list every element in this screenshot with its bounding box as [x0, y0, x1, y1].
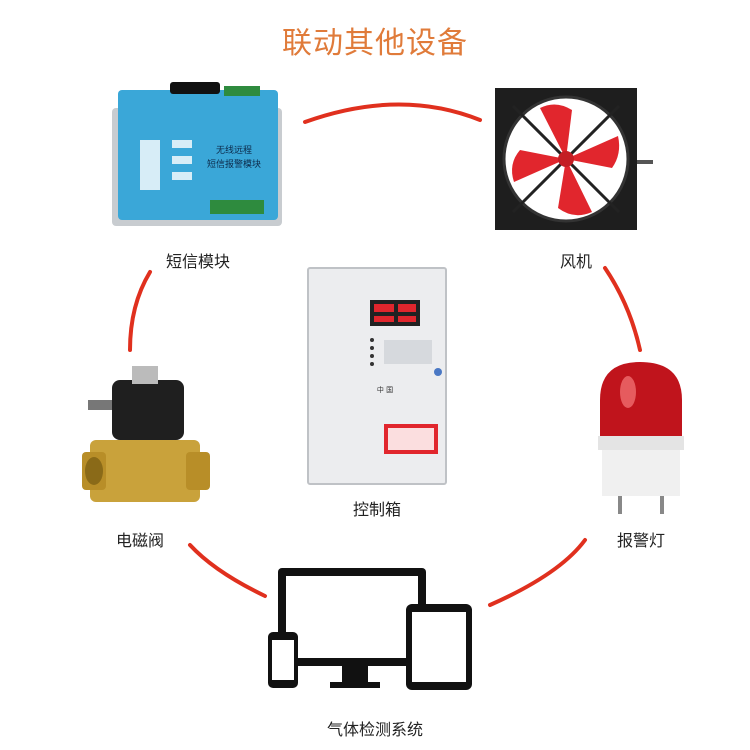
label-control-box: 控制箱	[352, 500, 401, 519]
sms-module-image: 无线远程 短信报警模块	[112, 82, 282, 226]
label-sms-module: 短信模块	[165, 252, 230, 271]
solenoid-valve-image	[82, 366, 210, 502]
label-solenoid-valve: 电磁阀	[115, 531, 164, 550]
control-box-image: 中 国	[307, 267, 447, 485]
gas-detection-devices-image	[268, 568, 472, 690]
label-alarm-light: 报警灯	[616, 531, 665, 550]
ring-arc-top	[303, 102, 482, 124]
label-gas-detection: 气体检测系统	[326, 720, 423, 739]
sms-screen-line2: 短信报警模块	[207, 158, 261, 170]
alarm-light-image	[598, 362, 684, 514]
ring-arc-upper-left	[128, 270, 152, 352]
control-box-panel-text: 中 国	[377, 385, 393, 394]
ring-arc-upper-right	[603, 266, 642, 352]
sms-screen-line1: 无线远程	[216, 144, 252, 156]
ring-arc-lower-left	[188, 543, 267, 598]
fan-image	[495, 88, 653, 230]
label-fan: 风机	[559, 252, 592, 271]
diagram-title: 联动其他设备	[282, 26, 468, 61]
ring-arc-lower-right	[488, 538, 587, 607]
